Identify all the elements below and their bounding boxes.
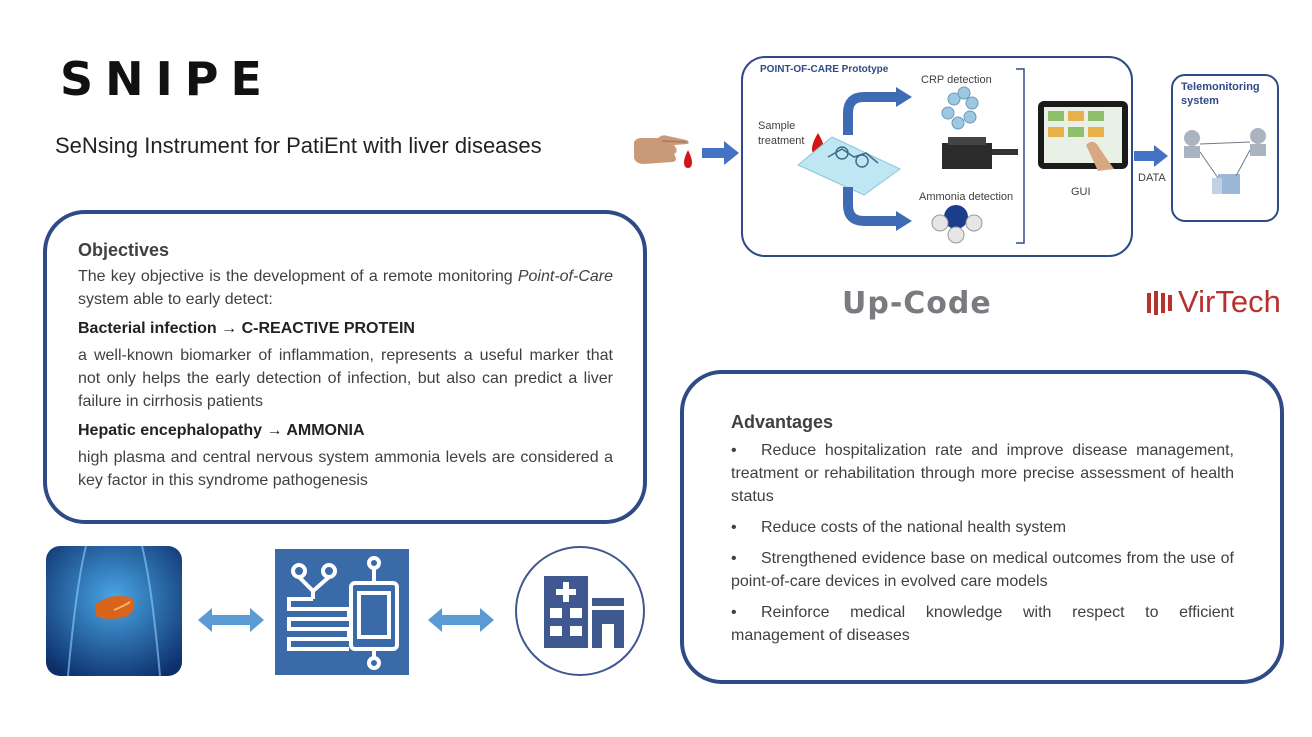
prototype-title: POINT-OF-CARE Prototype [760, 64, 889, 75]
page-title: SNIPE [60, 52, 274, 106]
objectives-heading: Objectives [78, 240, 170, 260]
chip-icon [797, 136, 901, 196]
sample-label-line2: treatment [758, 135, 805, 147]
telemonitoring-label-line2: system [1181, 95, 1219, 107]
crp-molecule-icon [941, 86, 979, 130]
advantage-item: •Reduce costs of the national health sys… [731, 519, 1067, 536]
liver-anatomy-icon [46, 546, 182, 676]
ammonia-molecule-icon [931, 205, 983, 244]
intro-part1: The key objective is the development of … [78, 268, 518, 285]
advantages-heading: Advantages [731, 412, 834, 432]
objectives-intro: The key objective is the development of … [78, 265, 613, 311]
virtech-mark-icon [1147, 291, 1177, 320]
ammonia-description: high plasma and central nervous system a… [78, 449, 613, 489]
intro-italic: Point-of-Care [517, 268, 613, 285]
advantage-item: •Strengthened evidence base on medical o… [731, 550, 1234, 590]
double-arrow-icon [428, 608, 494, 632]
virtech-logo: VirTech [1178, 284, 1281, 319]
intro-part2: system able to early detect: [78, 291, 273, 308]
ammonia-label: Ammonia detection [919, 191, 1014, 203]
prototype-diagram [797, 68, 1128, 244]
hand-blood-drop-icon [634, 135, 692, 168]
advantage-item: •Reinforce medical knowledge with respec… [731, 604, 1234, 644]
data-arrow-icon [1134, 145, 1168, 167]
telemonitoring-label-line1: Telemonitoring [1181, 81, 1260, 93]
ammonia-subheading: Hepatic encephalopathy → AMMONIA [78, 422, 365, 439]
advantage-item: •Reduce hospitalization rate and improve… [731, 442, 1234, 505]
upcode-logo: Up-Code [842, 286, 992, 321]
sensor-device-icon [942, 137, 1018, 169]
crp-label: CRP detection [921, 74, 992, 86]
page-subtitle: SeNsing Instrument for PatiEnt with live… [55, 133, 542, 158]
arrow-right-icon [702, 141, 739, 165]
gui-label: GUI [1071, 186, 1091, 198]
double-arrow-icon [198, 608, 264, 632]
data-label: DATA [1138, 172, 1166, 184]
telemonitoring-network-icon [1184, 128, 1266, 194]
crp-subheading: Bacterial infection → C-REACTIVE PROTEIN [78, 320, 415, 337]
microfluidic-device-icon [275, 549, 409, 675]
sample-label-line1: Sample [758, 120, 796, 132]
objectives-box: Objectives The key objective is the deve… [43, 210, 647, 524]
prototype-box [741, 56, 1133, 257]
hospital-icon [515, 546, 645, 676]
advantages-box: Advantages •Reduce hospitalization rate … [680, 370, 1284, 684]
telemonitoring-box [1171, 74, 1279, 222]
crp-description: a well-known biomarker of inflammation, … [78, 347, 613, 410]
tablet-gui-icon [1038, 101, 1128, 171]
